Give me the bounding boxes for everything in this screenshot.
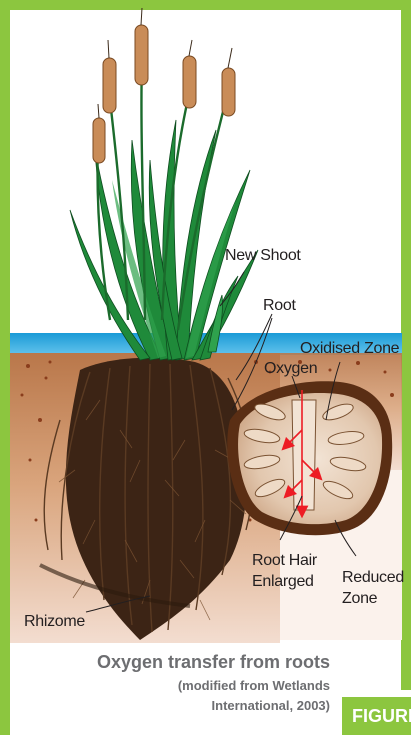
label-reduced-zone: Zone xyxy=(342,590,377,608)
label-root: Root xyxy=(263,297,296,315)
label-root-hair-enlarged: Enlarged xyxy=(252,573,314,591)
label-root-hair: Root Hair xyxy=(252,552,317,570)
label-reduced: Reduced xyxy=(342,569,404,587)
caption-title: Oxygen transfer from roots xyxy=(20,651,330,673)
root-enlarged-section xyxy=(227,381,392,535)
caption-source-line2: International, 2003) xyxy=(20,697,330,715)
label-oxidised-zone: Oxidised Zone xyxy=(300,340,399,358)
label-oxygen: Oxygen xyxy=(264,360,317,378)
caption-source-line1: (modified from Wetlands xyxy=(20,677,330,695)
label-rhizome: Rhizome xyxy=(24,613,85,631)
figure-tag: FIGURE 6 xyxy=(342,697,411,735)
label-new-shoot: New Shoot xyxy=(225,247,301,265)
